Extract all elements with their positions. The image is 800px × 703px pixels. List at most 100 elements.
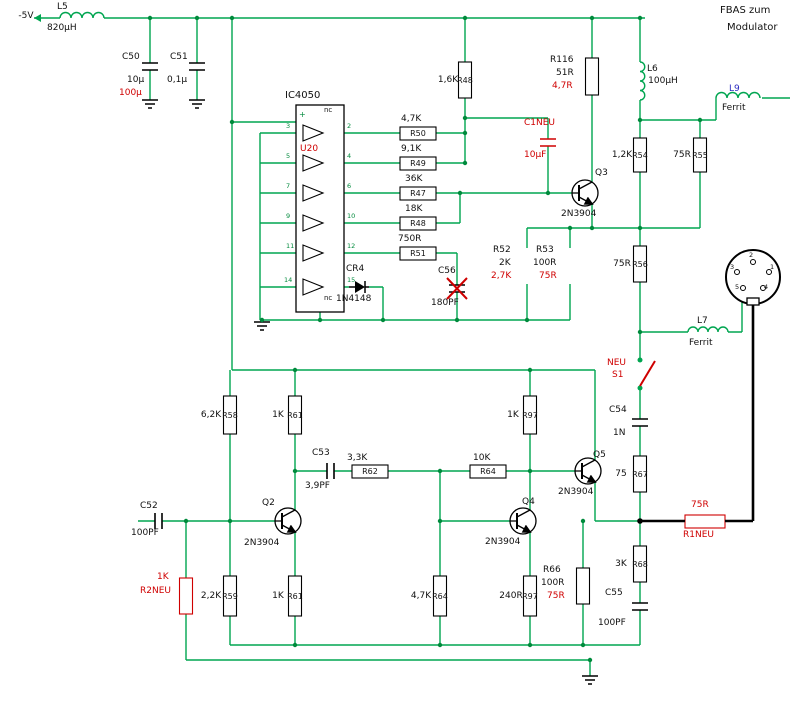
r67-ref: R67 — [632, 470, 648, 479]
wires — [34, 14, 790, 676]
resistor-r2neu — [178, 577, 194, 615]
resistor-r61b — [287, 575, 303, 617]
resistor-r116 — [584, 57, 600, 96]
r66-value1: 100R — [541, 578, 565, 588]
s1-ref: S1 — [612, 370, 624, 380]
r53-value1: 100R — [533, 258, 557, 268]
inductor-l9 — [715, 91, 761, 99]
r116-value2: 4,7R — [552, 81, 573, 91]
din-pin-5: 5 — [735, 283, 740, 291]
r97a-ref: R97 — [522, 411, 538, 420]
resistor-boxes — [178, 57, 726, 617]
ic-name: IC4050 — [285, 90, 321, 101]
ic-pin-left-3: 7 — [286, 182, 291, 190]
diode-cr4 — [349, 281, 369, 293]
r2neu-ref: R2NEU — [140, 586, 171, 596]
cr4-type: 1N4148 — [336, 294, 372, 304]
capacitor-c1neu — [540, 138, 556, 147]
c55-ref: C55 — [605, 588, 623, 598]
l9-value: Ferrit — [722, 103, 746, 113]
c1neu-ref: C1NEU — [524, 118, 556, 128]
transistors — [274, 179, 602, 535]
ic-pin-right-3: 6 — [347, 182, 352, 190]
resistor-r66 — [575, 567, 591, 605]
r48b-value: 18K — [405, 204, 423, 214]
c51-ref: C51 — [170, 52, 188, 62]
resistor-r51 — [399, 246, 437, 261]
q5-type: 2N3904 — [558, 487, 594, 497]
ic-ref: U20 — [300, 144, 319, 154]
ic-nc-bottom: nc — [324, 294, 333, 302]
r68-ref: R68 — [632, 560, 648, 569]
cr4-ref: CR4 — [346, 264, 365, 274]
output-net — [640, 305, 755, 523]
ic-pin-left-1: 3 — [286, 122, 291, 130]
resistor-r48b — [399, 216, 437, 231]
r49-value: 9,1K — [401, 144, 422, 154]
din-pin-4: 4 — [764, 283, 769, 291]
resistor-r47 — [399, 186, 437, 201]
capacitors — [142, 62, 648, 611]
q5-ref: Q5 — [593, 450, 606, 460]
q4-type: 2N3904 — [485, 537, 521, 547]
c1neu-value: 10µF — [524, 150, 547, 160]
r64a-value: 10K — [473, 453, 491, 463]
din-pin-2: 2 — [749, 251, 754, 259]
q2-ref: Q2 — [262, 498, 275, 508]
r51-value: 750R — [398, 234, 422, 244]
c54-ref: C54 — [609, 405, 627, 415]
q4-ref: Q4 — [522, 497, 535, 507]
resistor-r54 — [632, 137, 648, 173]
r52-value2: 2,7K — [491, 271, 512, 281]
resistor-r97b — [522, 575, 538, 617]
c56-ref: C56 — [438, 266, 456, 276]
c53-value: 3,9PF — [305, 481, 330, 491]
c51-value: 0,1µ — [167, 75, 188, 85]
q3-type: 2N3904 — [561, 209, 597, 219]
r116-value1: 51R — [556, 68, 574, 78]
inductor-l6 — [639, 61, 646, 101]
transistor-q2 — [274, 507, 302, 535]
ground-icon — [142, 99, 158, 109]
resistor-r62 — [351, 464, 389, 479]
r64b-ref: R64 — [432, 592, 448, 601]
rail-voltage-label: -5V — [18, 11, 34, 21]
r48a-ref: R48 — [457, 76, 473, 85]
ic-pin-right-2: 4 — [347, 152, 352, 160]
r59-ref: R59 — [222, 592, 238, 601]
ground-icon — [189, 99, 205, 109]
l9-ref: L9 — [729, 84, 740, 94]
capacitor-c51 — [189, 62, 205, 71]
ic-pin-right-4: 10 — [347, 212, 356, 220]
ic-pin-right-5: 12 — [347, 242, 356, 250]
r50-ref: R50 — [410, 129, 426, 138]
r47-ref: R47 — [410, 189, 426, 198]
junction-dots — [147, 15, 703, 663]
ic-pin-left-2: 5 — [286, 152, 291, 160]
resistor-r1neu — [684, 514, 726, 529]
l7-value: Ferrit — [689, 338, 713, 348]
ic-pin-left-5: 11 — [286, 242, 295, 250]
r49-ref: R49 — [410, 159, 426, 168]
r52-ref: R52 — [493, 245, 511, 255]
r56-ref: R56 — [632, 260, 648, 269]
output-label-line2: Modulator — [727, 22, 778, 33]
capacitor-c53 — [326, 463, 335, 479]
resistor-r64b — [432, 575, 448, 617]
ground-icon — [582, 675, 598, 685]
r53-ref: R53 — [536, 245, 554, 255]
l5-value: 820µH — [47, 23, 77, 33]
c50-ref: C50 — [122, 52, 140, 62]
resistor-r97a — [522, 395, 538, 435]
capacitor-c50 — [142, 62, 158, 71]
ic-pin-right-6: 15 — [347, 276, 356, 284]
r2neu-value: 1K — [157, 572, 169, 582]
ic-nc-top: nc — [324, 106, 333, 114]
c52-ref: C52 — [140, 501, 158, 511]
capacitor-c52 — [154, 513, 163, 529]
l6-value: 100µH — [648, 76, 678, 86]
r62-value: 3,3K — [347, 453, 368, 463]
r50-value: 4,7K — [401, 114, 422, 124]
resistor-r48a — [457, 61, 473, 99]
